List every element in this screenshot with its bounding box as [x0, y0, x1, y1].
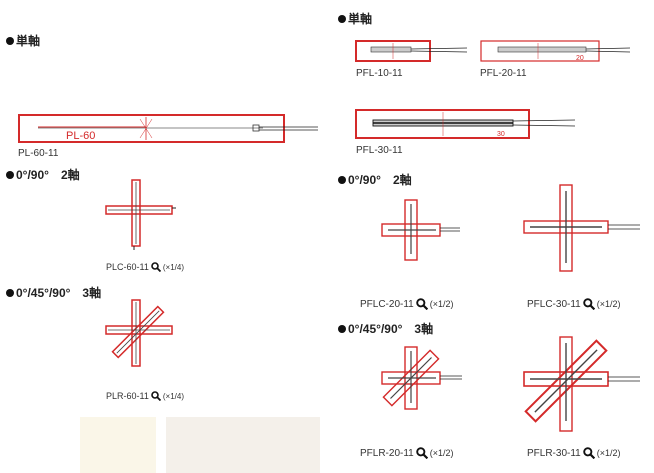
- bullet-icon: [6, 171, 14, 179]
- gauge-pflr-20: [381, 346, 462, 410]
- magnifier-icon[interactable]: [582, 298, 595, 310]
- magnifier-icon[interactable]: [582, 447, 595, 459]
- section-title-uniaxial-left: 単軸: [6, 32, 40, 49]
- section-title-biaxial-left: 0°/90° 2軸: [6, 166, 80, 183]
- color-swatch-b: [166, 417, 320, 473]
- color-swatch-a: [80, 417, 156, 473]
- caption-pflr-30-11: PFLR-30-11 (×1/2): [527, 447, 621, 459]
- section-title-uniaxial-right: 単軸: [338, 10, 372, 27]
- bullet-icon: [338, 325, 346, 333]
- gauge-pflr-30: [523, 336, 640, 432]
- magnifier-icon[interactable]: [415, 298, 428, 310]
- caption-pflr-20-11: PFLR-20-11 (×1/2): [360, 447, 454, 459]
- magnifier-icon[interactable]: [151, 391, 161, 401]
- gauge-pfl-20: 20: [480, 40, 631, 62]
- caption-pl-60-11: PL-60-11: [18, 148, 59, 159]
- bullet-icon: [338, 176, 346, 184]
- gauge-pflc-30: [523, 184, 640, 272]
- gauge-plr-60: [105, 299, 173, 367]
- caption-pfl-20-11: PFL-20-11: [480, 68, 527, 79]
- gauge-pfl-20-inlabel: 20: [576, 55, 584, 62]
- gauge-pl-60-inlabel: PL-60: [66, 130, 95, 142]
- gauge-pfl-30: 30: [355, 109, 576, 139]
- section-title-biaxial-right: 0°/90° 2軸: [338, 171, 412, 188]
- bullet-icon: [338, 15, 346, 23]
- caption-pfl-10-11: PFL-10-11: [356, 68, 403, 79]
- section-title-triaxial-right: 0°/45°/90° 3軸: [338, 320, 433, 337]
- caption-plc-60-11: PLC-60-11 (×1/4): [106, 262, 184, 272]
- gauge-pl-60: PL-60: [18, 114, 318, 143]
- gauge-plc-60: [105, 179, 176, 250]
- gauge-pfl-30-inlabel: 30: [497, 131, 505, 138]
- gauge-pfl-10: [355, 40, 468, 62]
- caption-pflc-30-11: PFLC-30-11 (×1/2): [527, 298, 621, 310]
- bullet-icon: [6, 289, 14, 297]
- caption-pfl-30-11: PFL-30-11: [356, 145, 403, 156]
- bullet-icon: [6, 37, 14, 45]
- magnifier-icon[interactable]: [151, 262, 161, 272]
- caption-plr-60-11: PLR-60-11 (×1/4): [106, 391, 184, 401]
- section-title-triaxial-left: 0°/45°/90° 3軸: [6, 284, 101, 301]
- gauge-pflc-20: [381, 199, 460, 261]
- magnifier-icon[interactable]: [415, 447, 428, 459]
- caption-pflc-20-11: PFLC-20-11 (×1/2): [360, 298, 454, 310]
